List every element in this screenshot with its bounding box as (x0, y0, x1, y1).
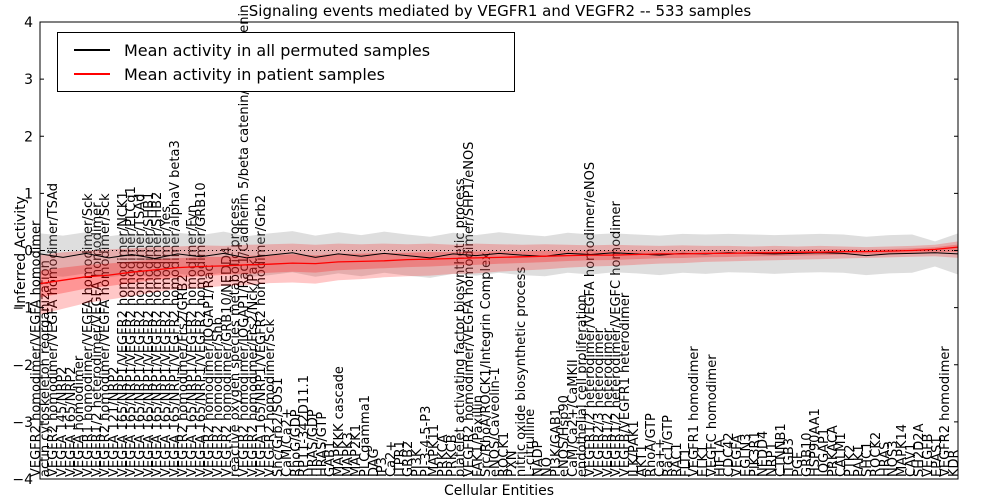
chart-title: Signaling events mediated by VEGFR1 and … (248, 2, 752, 20)
legend-label-permuted: Mean activity in all permuted samples (124, 40, 431, 60)
permuted-line-swatch (74, 49, 110, 51)
x-tick-label: KDR (947, 449, 962, 477)
legend-item-permuted: Mean activity in all permuted samples (66, 41, 506, 60)
y-axis-label: Inferred Activity (13, 196, 29, 308)
legend-box: Mean activity in all permuted samples Me… (57, 32, 515, 92)
legend-item-patient: Mean activity in patient samples (66, 65, 506, 84)
legend-label-patient: Mean activity in patient samples (124, 64, 385, 84)
patient-line-swatch (74, 73, 110, 75)
x-axis-label: Cellular Entities (443, 483, 555, 499)
